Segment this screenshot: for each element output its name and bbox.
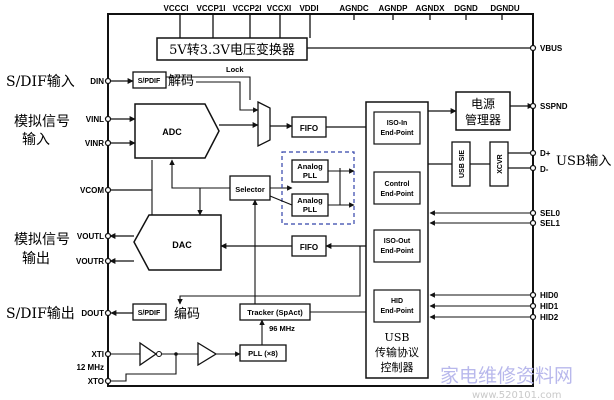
pin-xti: XTI xyxy=(92,350,104,359)
usb-input-label: USB输入 xyxy=(556,153,611,169)
ground-pin-label: AGNDC xyxy=(339,4,369,13)
supply-pin-label: VDDI xyxy=(299,4,318,13)
iso-in-endpoint xyxy=(373,111,421,145)
ground-pin-label: DGNDU xyxy=(490,4,520,13)
regulator-block xyxy=(156,37,308,61)
decoder-to-mux xyxy=(196,81,259,113)
iso-in-line2: End-Point xyxy=(380,130,414,137)
usb-sie-label: USB SIE xyxy=(459,150,466,178)
pin-din: DIN xyxy=(90,77,104,86)
power-manager-line2: 管理器 xyxy=(465,112,501,127)
iso-out-line1: ISO-Out xyxy=(384,238,411,245)
ground-pins xyxy=(353,14,503,20)
pll-group-outline xyxy=(281,151,355,225)
iso-in-line1: ISO-In xyxy=(387,120,408,127)
pll1-line1: Analog xyxy=(297,162,323,171)
pll2-line1: Analog xyxy=(297,196,323,205)
pin-vbus: VBUS xyxy=(540,44,563,53)
supply-pin-label: VCCCI xyxy=(164,4,189,13)
right-pin-markers xyxy=(529,44,537,321)
lock-line xyxy=(166,76,251,100)
fifo-bottom-label: FIFO xyxy=(300,243,318,252)
ground-pin-label: DGND xyxy=(454,4,478,13)
supply-pin-label: VCCP2I xyxy=(233,4,262,13)
spdif-encoder-cn: 编码 xyxy=(174,307,200,322)
pin-hid2: HID2 xyxy=(540,313,559,322)
hid-line2: End-Point xyxy=(380,308,414,315)
input-mux xyxy=(257,100,271,148)
osc-feedback xyxy=(110,354,177,382)
chip-outline xyxy=(107,13,534,387)
iso-out-line2: End-Point xyxy=(380,248,414,255)
selector-label: Selector xyxy=(235,185,265,194)
xcvr-label: XCVR xyxy=(497,154,504,173)
freq-96-label: 96 MHz xyxy=(269,324,295,333)
regulator-label: 5V转3.3V电压变换器 xyxy=(169,42,295,58)
pll-to-selector xyxy=(269,195,293,206)
power-manager-block xyxy=(455,91,511,131)
analog-out-label-2: 输出 xyxy=(22,251,50,267)
hid-endpoint xyxy=(373,289,421,323)
adc-label: ADC xyxy=(162,127,182,137)
pin-hid1: HID1 xyxy=(540,302,559,311)
pin-vcom: VCOM xyxy=(80,186,104,195)
watermark-cn: 家电维修资料网 xyxy=(440,365,573,387)
pin-sspnd: SSPND xyxy=(540,102,568,111)
lock-label: Lock xyxy=(226,65,244,74)
usb-protocol-line2: 传输协议 xyxy=(375,345,419,359)
analog-in-label: 模拟信号 xyxy=(14,114,70,130)
dac-block xyxy=(133,214,222,271)
spdif-decoder-cn: 解码 xyxy=(168,74,194,89)
pin-dminus: D- xyxy=(540,165,549,174)
spdif-decoder-tag: S/PDIF xyxy=(138,78,161,85)
ground-pin-label: AGNDP xyxy=(379,4,409,13)
selector-to-adc xyxy=(169,159,230,189)
control-line1: Control xyxy=(385,181,410,188)
pin-dout: DOUT xyxy=(81,309,104,318)
supply-pin-label: VCCXI xyxy=(267,4,291,13)
pin-xto: XTO xyxy=(88,377,104,386)
power-manager-line1: 电源 xyxy=(471,97,495,111)
pll-x8-block xyxy=(239,344,287,362)
usb-protocol-line1: USB xyxy=(385,331,410,344)
pin-voutl: VOUTL xyxy=(77,232,104,241)
watermark-url: www.520101.com xyxy=(472,390,562,400)
hid-line1: HID xyxy=(391,298,403,305)
pll-x8-label: PLL (×8) xyxy=(248,349,278,358)
pin-hid0: HID0 xyxy=(540,291,559,300)
pin-vinr: VINR xyxy=(85,139,104,148)
supply-pins xyxy=(179,14,311,38)
supply-pin-label: VCCP1I xyxy=(197,4,226,13)
pll1-line2: PLL xyxy=(303,171,318,180)
control-endpoint xyxy=(373,171,421,205)
iso-out-endpoint xyxy=(373,229,421,263)
pin-voutr: VOUTR xyxy=(76,257,104,266)
adc-block xyxy=(134,103,220,159)
spdif-encoder-block xyxy=(132,303,167,321)
pll2-line2: PLL xyxy=(303,205,318,214)
pin-sel1: SEL1 xyxy=(540,219,561,228)
control-line2: End-Point xyxy=(380,191,414,198)
analog-in-label-2: 输入 xyxy=(22,132,50,148)
spdif-encoder-tag: S/PDIF xyxy=(138,310,161,317)
crystal-freq: 12 MHz xyxy=(76,363,104,372)
osc-buffer-2 xyxy=(197,341,218,367)
dac-label: DAC xyxy=(172,240,192,250)
usb-protocol-line3: 控制器 xyxy=(381,360,414,374)
spdif-out-label: S/DIF输出 xyxy=(6,306,75,322)
pin-dplus: D+ xyxy=(540,149,551,158)
osc-buffer-1-bubble xyxy=(155,350,163,358)
osc-buffer-1 xyxy=(139,341,158,367)
analog-out-label: 模拟信号 xyxy=(14,232,70,248)
fifo-top-label: FIFO xyxy=(300,124,318,133)
fifo-to-encoder xyxy=(177,246,361,305)
pin-vinl: VINL xyxy=(86,115,104,124)
tracker-label: Tracker (SpAct) xyxy=(247,308,303,317)
ground-pin-label: AGNDX xyxy=(416,4,446,13)
pin-sel0: SEL0 xyxy=(540,209,561,218)
spdif-in-label: S/DIF输入 xyxy=(6,74,75,90)
